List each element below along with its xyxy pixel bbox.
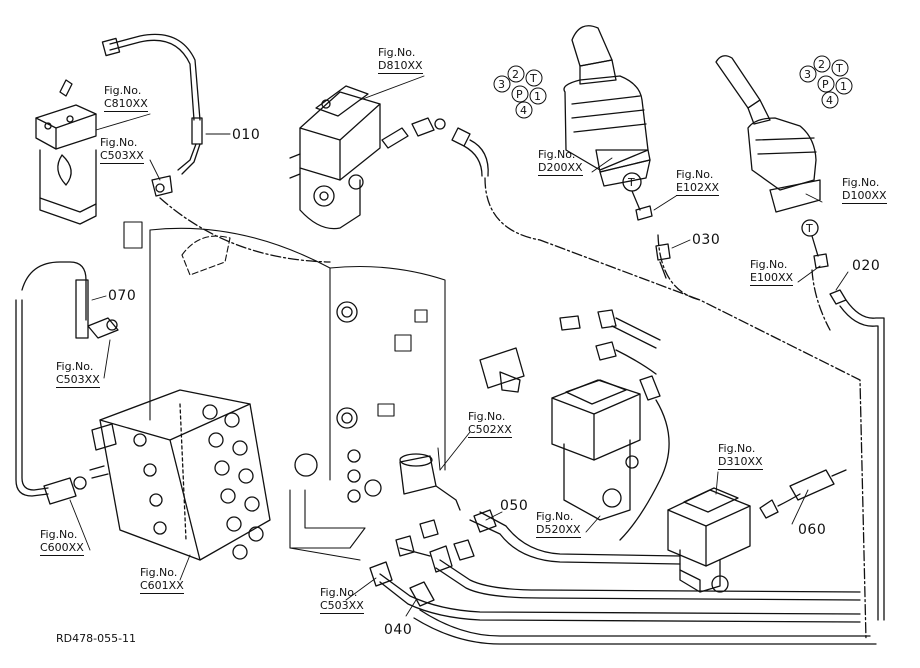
tee-marker-e100: T: [806, 222, 813, 235]
ref-d200-prefix: Fig.No.: [538, 148, 576, 161]
ref-c600-prefix: Fig.No.: [40, 528, 78, 541]
leader-lines: [69, 75, 849, 617]
port-label-3-right: 3: [804, 68, 811, 81]
part-060: 060: [798, 522, 827, 538]
ref-d310: Fig.No. D310XX: [718, 442, 763, 470]
port-label-t: T: [530, 72, 537, 85]
ref-c503-mid-code: C503XX: [56, 373, 100, 388]
ref-d200: Fig.No. D200XX: [538, 148, 583, 176]
port-label-1: 1: [534, 90, 541, 103]
valve-d810: [289, 85, 381, 230]
valve-c810: [35, 79, 97, 225]
accumulator-c502: [399, 447, 461, 511]
port-label-2: 2: [512, 68, 519, 81]
hoses-d520: [559, 309, 670, 541]
hose-060: [759, 469, 847, 519]
ref-e102: Fig.No. E102XX: [676, 168, 720, 196]
ref-c503-top: Fig.No. C503XX: [100, 136, 144, 164]
part-050: 050: [500, 498, 529, 514]
ref-c810-prefix: Fig.No.: [104, 84, 142, 97]
ref-e102-prefix: Fig.No.: [676, 168, 714, 181]
ref-c601-prefix: Fig.No.: [140, 566, 178, 579]
ref-c503-top-prefix: Fig.No.: [100, 136, 138, 149]
ref-d810-prefix: Fig.No.: [378, 46, 416, 59]
ref-c503-top-code: C503XX: [100, 149, 144, 164]
part-020: 020: [852, 258, 881, 274]
fittings-d810-outlet: [381, 117, 489, 177]
ref-c503-bottom: Fig.No. C503XX: [320, 586, 364, 614]
ref-d100-code: D100XX: [842, 189, 887, 204]
valve-d520: [479, 347, 641, 521]
port-diagram-right: [799, 55, 853, 109]
port-label-p-right: P: [822, 78, 829, 91]
port-label-4: 4: [520, 104, 527, 117]
port-label-4-right: 4: [826, 94, 833, 107]
joystick-d200: [563, 25, 653, 221]
ref-c600-code: C600XX: [40, 541, 84, 556]
ref-c503-bottom-code: C503XX: [320, 599, 364, 614]
ref-c502-prefix: Fig.No.: [468, 410, 506, 423]
part-010: 010: [232, 127, 261, 143]
ref-e100-prefix: Fig.No.: [750, 258, 788, 271]
control-valve-c601: [91, 389, 271, 561]
ref-c503-mid: Fig.No. C503XX: [56, 360, 100, 388]
ref-d100: Fig.No. D100XX: [842, 176, 887, 204]
ref-d520-prefix: Fig.No.: [536, 510, 574, 523]
port-label-3: 3: [498, 78, 505, 91]
valve-d310: [667, 487, 751, 593]
frame-bushings: [294, 301, 382, 503]
fitting-c503-top: [151, 175, 173, 197]
port-label-t-right: T: [836, 62, 843, 75]
ref-d810: Fig.No. D810XX: [378, 46, 423, 74]
ref-c601: Fig.No. C601XX: [140, 566, 184, 594]
ref-c601-code: C601XX: [140, 579, 184, 594]
port-label-p: P: [516, 88, 523, 101]
ref-d310-code: D310XX: [718, 455, 763, 470]
port-diagram-left: [493, 65, 547, 119]
ref-d200-code: D200XX: [538, 161, 583, 176]
hose-dashed-routes: [159, 177, 867, 641]
drawing-id: RD478-055-11: [56, 632, 137, 645]
part-030: 030: [692, 232, 721, 248]
hose-070: [15, 261, 119, 497]
hose-020: [829, 289, 885, 621]
fitting-c600: [43, 465, 109, 505]
part-040: 040: [384, 622, 413, 638]
bottom-hose-routes: [379, 511, 877, 645]
ref-c502-code: C502XX: [468, 423, 512, 438]
ref-d810-code: D810XX: [378, 59, 423, 74]
ref-e100: Fig.No. E100XX: [750, 258, 794, 286]
port-label-2-right: 2: [818, 58, 825, 71]
ref-d520: Fig.No. D520XX: [536, 510, 581, 538]
ref-d100-prefix: Fig.No.: [842, 176, 880, 189]
ref-e100-code: E100XX: [750, 271, 794, 286]
ref-c503-bottom-prefix: Fig.No.: [320, 586, 358, 599]
machine-frame-outline: [123, 221, 446, 561]
tee-marker-e102: T: [628, 176, 635, 189]
ref-d310-prefix: Fig.No.: [718, 442, 756, 455]
hose-030: [655, 243, 671, 279]
hose-010: [101, 33, 231, 175]
part-070: 070: [108, 288, 137, 304]
ref-c600: Fig.No. C600XX: [40, 528, 84, 556]
ref-d520-code: D520XX: [536, 523, 581, 538]
ref-c503-mid-prefix: Fig.No.: [56, 360, 94, 373]
joystick-d100: [715, 55, 829, 269]
ref-c502: Fig.No. C502XX: [468, 410, 512, 438]
ref-c810-code: C810XX: [104, 97, 148, 112]
ref-c810: Fig.No. C810XX: [104, 84, 148, 112]
ref-e102-code: E102XX: [676, 181, 720, 196]
port-label-1-right: 1: [840, 80, 847, 93]
